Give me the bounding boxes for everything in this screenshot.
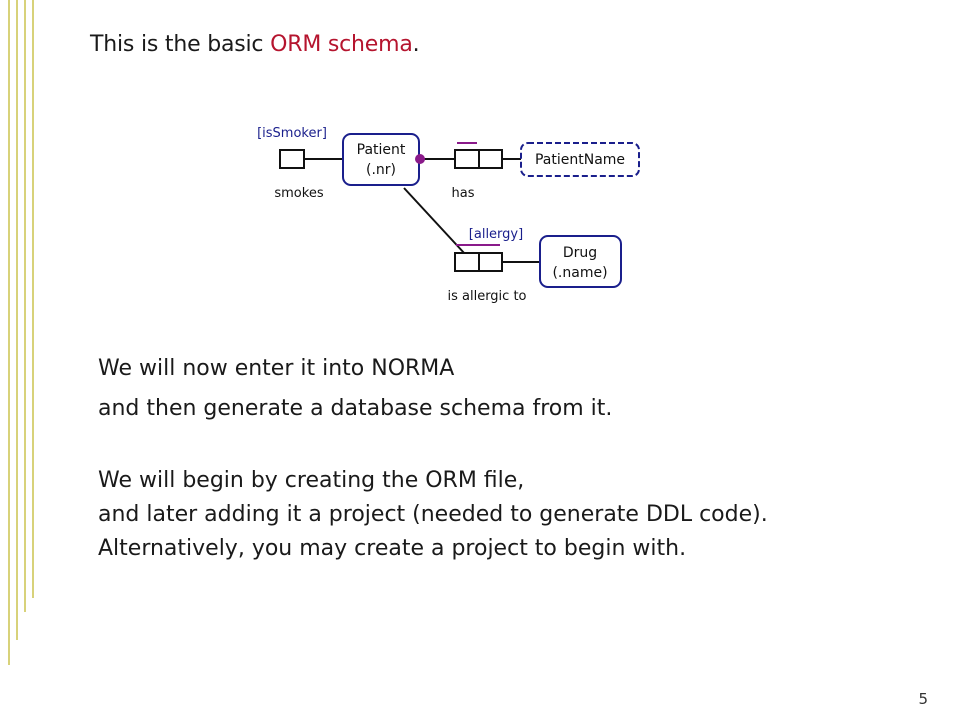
text-line-5: Alternatively, you may create a project … [98, 536, 687, 561]
allergic-role-1 [454, 252, 480, 272]
decorative-line-1 [8, 0, 10, 665]
title-prefix: This is the basic [90, 32, 271, 57]
connector-patient-allergic [403, 187, 466, 255]
patientname-label: PatientName [535, 152, 625, 168]
mandatory-dot [415, 154, 425, 164]
entity-patientname [520, 142, 640, 177]
smokes-tag: [isSmoker] [257, 126, 327, 141]
has-reading: has [452, 186, 475, 201]
entity-drug [539, 235, 622, 288]
smokes-reading: smokes [274, 186, 323, 201]
allergic-role-2 [478, 252, 503, 272]
has-role-2 [478, 149, 503, 169]
decorative-line-4 [32, 0, 34, 598]
text-line-2: and then generate a database schema from… [98, 396, 613, 421]
patient-name: Patient [357, 142, 406, 158]
text-line-1: We will now enter it into NORMA [98, 356, 455, 381]
title-highlight: ORM schema [270, 32, 413, 57]
smokes-role-box [279, 149, 305, 169]
patient-refmode: (.nr) [366, 162, 396, 178]
page-number: 5 [918, 690, 928, 708]
drug-refmode: (.name) [552, 265, 607, 281]
decorative-line-2 [16, 0, 18, 640]
decorative-line-3 [24, 0, 26, 612]
text-line-3: We will begin by creating the ORM file, [98, 468, 525, 493]
text-line-4: and later adding it a project (needed to… [98, 502, 768, 527]
allergic-tag: [allergy] [469, 227, 523, 242]
allergic-reading: is allergic to [447, 289, 526, 304]
title-suffix: . [412, 32, 420, 57]
has-role-1 [454, 149, 480, 169]
slide-title: This is the basic ORM schema. [90, 32, 420, 57]
drug-name: Drug [563, 245, 597, 261]
